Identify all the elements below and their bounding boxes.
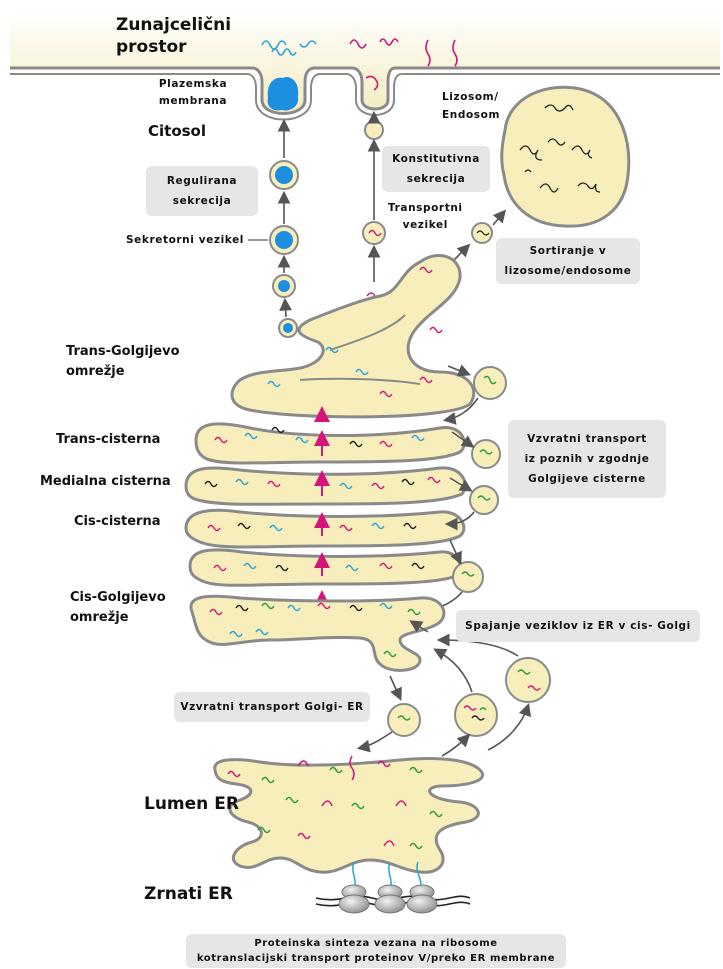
protein-synthesis-box: Proteinska sinteza vezana na ribosome ko…: [186, 934, 566, 968]
transport-vesicle-label: Transportni vezikel: [388, 200, 463, 234]
golgi-er-transport-box: Vzvratni transport Golgi- ER: [174, 692, 370, 722]
regulated-secretion-vesicles: [248, 122, 298, 337]
constitutive-secretion-vesicles: [363, 114, 385, 299]
plasma-membrane-label: Plazemska membrana: [150, 76, 236, 110]
cis-cisterna-label: Cis-cisterna: [74, 514, 161, 529]
rough-er-label: Zrnati ER: [144, 884, 233, 904]
retrograde-transport-box: Vzvratni transport iz poznih v zgodnje G…: [508, 420, 666, 498]
trans-cisterna-label: Trans-cisterna: [56, 432, 160, 447]
rough-er-ribosomes: [316, 885, 470, 913]
secretory-vesicle-label: Sekretorni vezikel: [126, 232, 244, 249]
golgi-cisternae: [186, 410, 465, 612]
lysosome-sorting-box: Sortiranje v lizosome/endosome: [496, 238, 640, 284]
trans-golgi-network: [232, 255, 474, 416]
cytosol-label: Citosol: [148, 122, 206, 140]
extracellular-space-label: Zunajcelični prostor: [116, 14, 231, 58]
er-lumen: [215, 756, 483, 890]
constitutive-secretion-box: Konstitutivna sekrecija: [382, 146, 490, 192]
er-lumen-label: Lumen ER: [144, 794, 239, 814]
regulated-secretion-box: Regulirana sekrecija: [146, 166, 258, 216]
cis-golgi-network-label: Cis-Golgijevo omrežje: [70, 588, 166, 628]
trans-golgi-network-label: Trans-Golgijevo omrežje: [66, 342, 180, 382]
cis-golgi-network: [191, 596, 444, 670]
medial-cisterna-label: Medialna cisterna: [40, 474, 171, 489]
lysosome-label: Lizosom/ Endosom: [442, 88, 500, 124]
vesicle-fusion-box: Spajanje veziklov iz ER v cis- Golgi: [456, 610, 700, 642]
